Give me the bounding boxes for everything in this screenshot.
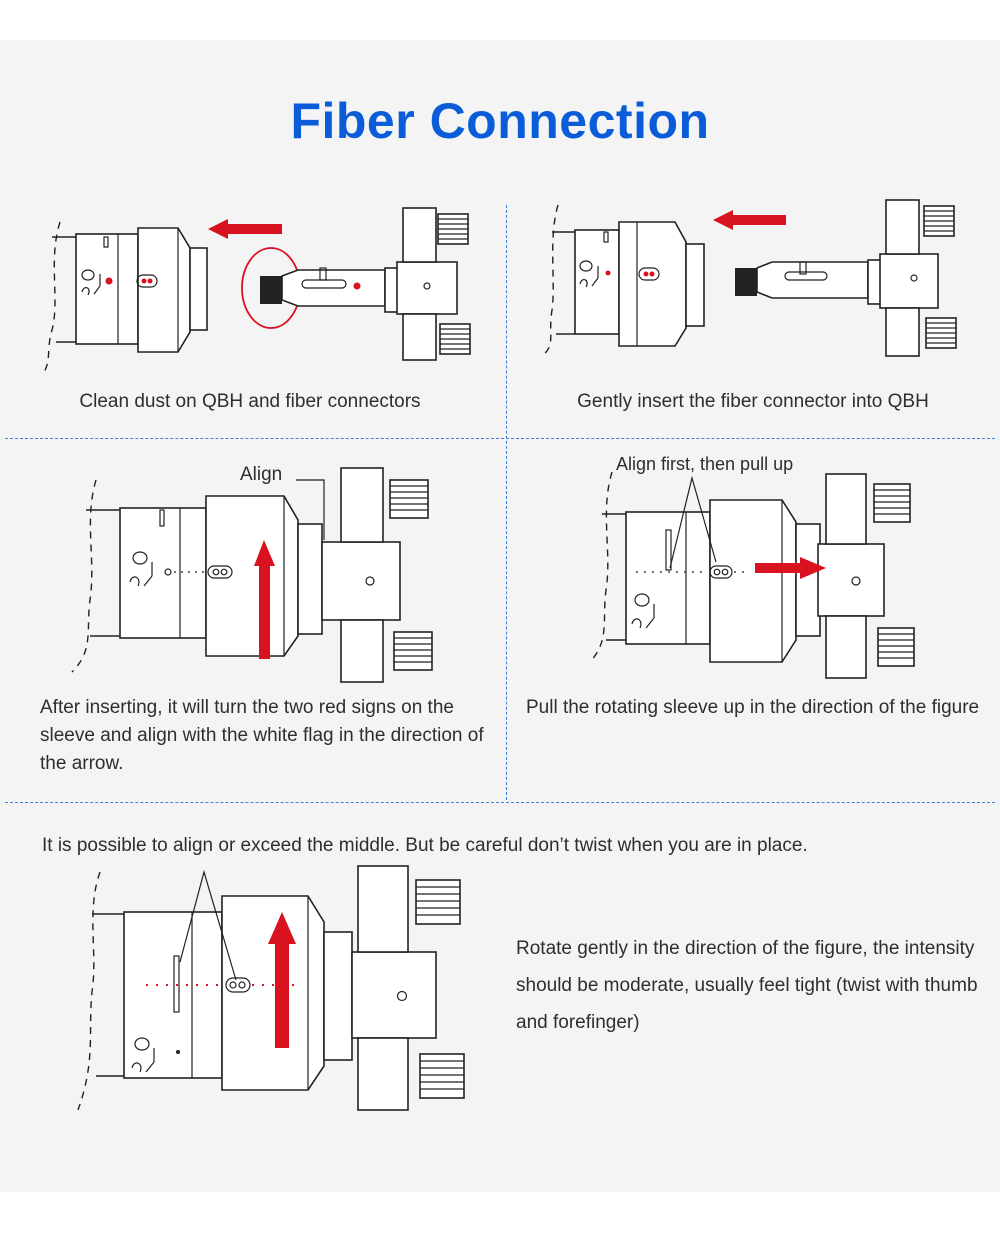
step-4-qbh-icon [631,593,655,629]
insert-arrow [208,219,282,239]
step-3-qbh-icon [129,551,153,587]
step-5-note: It is possible to align or exceed the mi… [42,835,808,856]
step-3-label: Align [240,464,283,485]
divider-horizontal-1 [5,438,995,439]
step-2-qbh-icon [579,260,599,288]
step-5-qbh-drawing [77,865,465,1111]
insert-arrow [713,210,786,230]
step-3-qbh-drawing [71,467,433,683]
direction-arrow-up [254,540,275,659]
step-1-qbh-icon [81,269,101,296]
step-3-caption: After inserting, it will turn the two re… [40,697,484,774]
step-1-fiber-connector [241,207,471,361]
step-1-qbh-drawing [41,221,208,376]
step-2-qbh-drawing [541,204,705,357]
step-4-label: Align first, then pull up [616,454,794,474]
step-5-caption: Rotate gently in the direction of the fi… [516,938,978,1033]
step-1-caption: Clean dust on QBH and fiber connectors [79,391,421,412]
divider-vertical [506,205,507,800]
page-title: Fiber Connection [290,93,710,149]
divider-horizontal-2 [5,802,995,803]
direction-arrow-up [268,912,296,1048]
step-4-qbh-drawing [589,471,915,679]
direction-arrow-right [755,557,826,579]
step-4-caption: Pull the rotating sleeve up in the direc… [526,697,980,718]
step-2-caption: Gently insert the fiber connector into Q… [577,391,929,412]
step-5-qbh-icon [131,1037,180,1073]
step-2-fiber-connector [735,199,957,357]
